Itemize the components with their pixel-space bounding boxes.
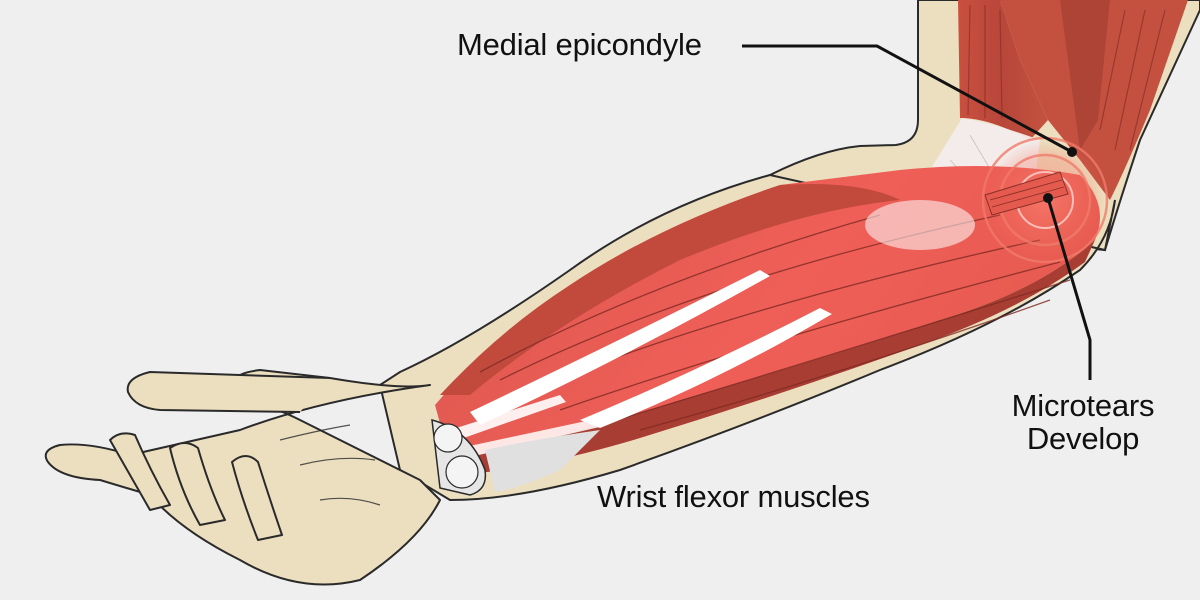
label-microtears-line2: Develop (1026, 421, 1140, 456)
label-microtears-line1: Microtears (1011, 388, 1155, 423)
wrist-bones (431, 418, 600, 496)
leader-line-medial-epicondyle (742, 44, 1077, 157)
anchor-dot (1043, 193, 1053, 203)
label-microtears-develop: Microtears Develop (1003, 389, 1163, 455)
label-wrist-flexor-muscles: Wrist flexor muscles (597, 479, 870, 514)
hand (44, 369, 441, 586)
leader-line-microtears (1043, 193, 1092, 380)
label-medial-epicondyle: Medial epicondyle (457, 27, 702, 62)
anchor-dot (1067, 147, 1077, 157)
